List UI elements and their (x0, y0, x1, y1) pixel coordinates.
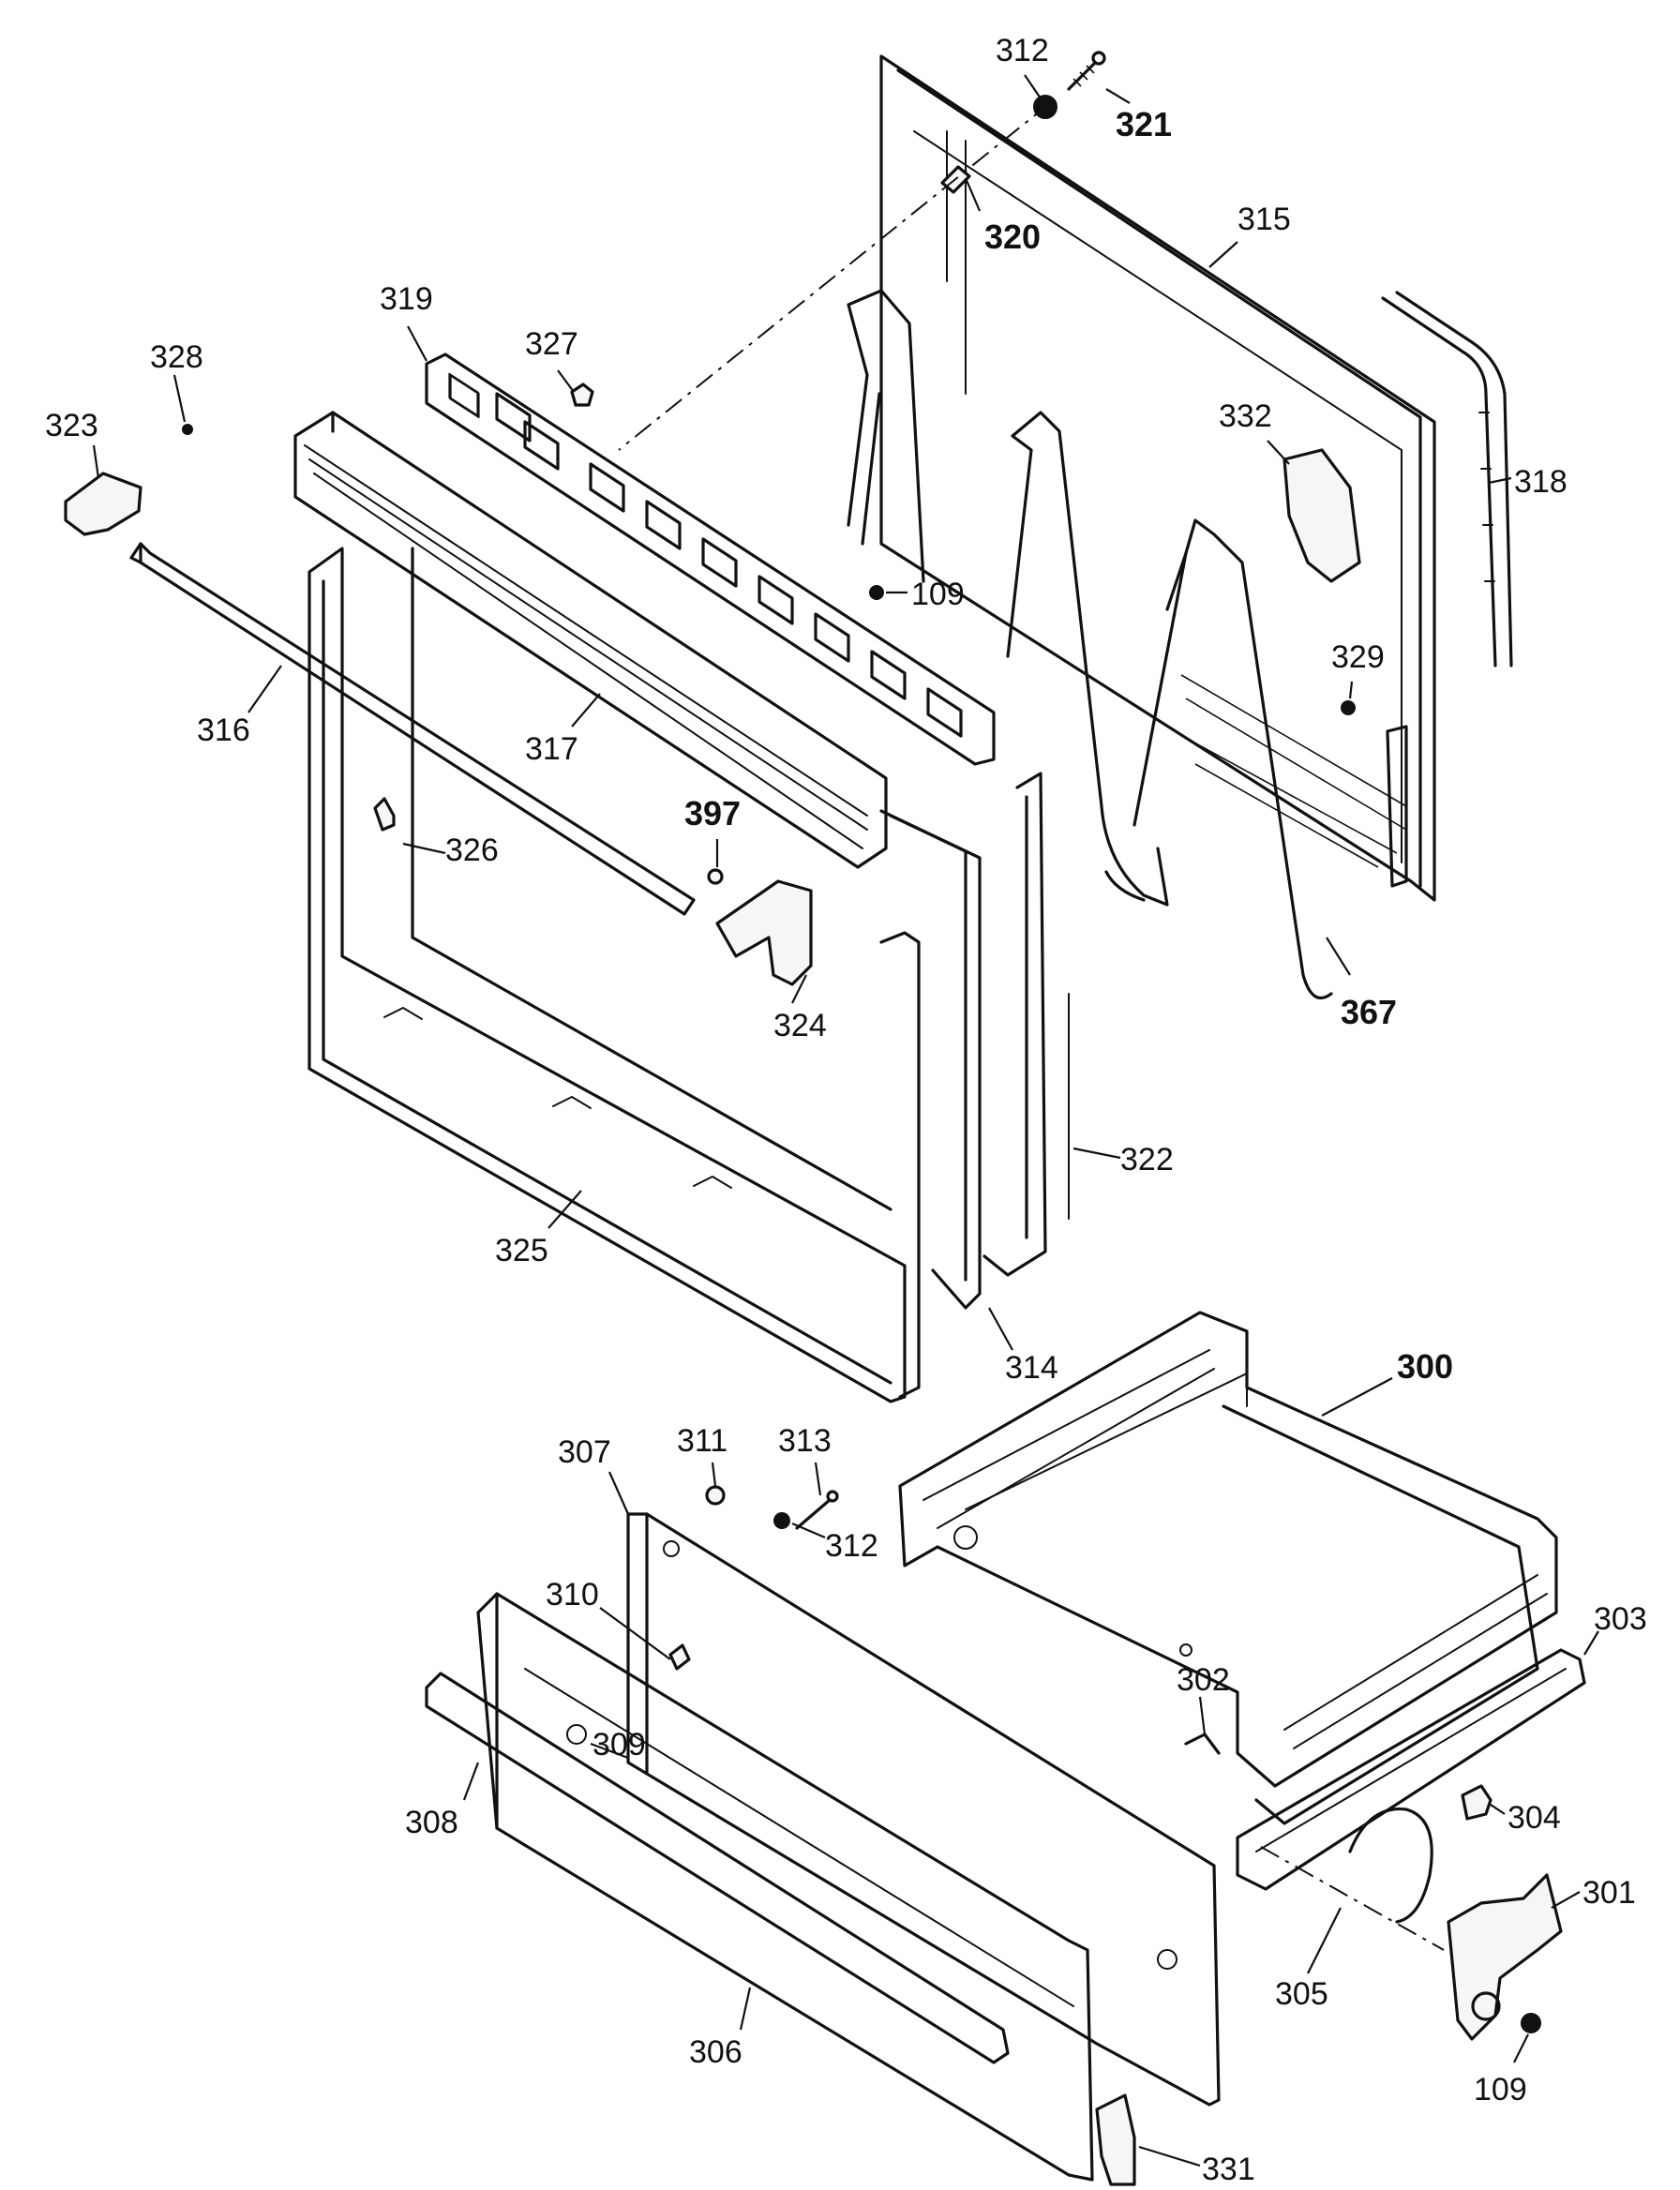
door-frame-325 (308, 547, 921, 1403)
callout-301: 301 (1582, 1875, 1636, 1911)
callout-324: 324 (773, 1008, 827, 1043)
callout-314: 314 (1005, 1350, 1058, 1386)
washer-312-lower (773, 1512, 790, 1529)
vent-panel-319 (425, 352, 996, 766)
nut-109-lower (1521, 2013, 1541, 2033)
clip-327 (570, 382, 594, 407)
callout-327: 327 (525, 326, 578, 362)
callout-325: 325 (495, 1233, 548, 1268)
nut-109-upper (869, 585, 884, 600)
callout-397: 397 (684, 794, 741, 832)
bolt-313 (795, 1490, 839, 1530)
nut-311 (705, 1485, 726, 1506)
gasket-318 (1381, 291, 1513, 668)
callout-308: 308 (405, 1805, 458, 1840)
spring-305 (1348, 1807, 1433, 1924)
callout-306: 306 (689, 2034, 742, 2070)
callout-309: 309 (592, 1727, 646, 1762)
callout-322: 322 (1120, 1142, 1174, 1178)
callout-313: 313 (778, 1423, 832, 1459)
handle-308 (425, 1672, 1010, 2064)
callout-305: 305 (1275, 1976, 1328, 2012)
clip-310 (668, 1643, 691, 1671)
callout-302: 302 (1177, 1662, 1230, 1698)
callout-320: 320 (984, 218, 1041, 256)
callout-323: 323 (45, 408, 98, 443)
callout-329: 329 (1331, 639, 1385, 675)
callout-312-top: 312 (996, 33, 1049, 68)
hinge-301 (1447, 1873, 1563, 2041)
glass-panel-314 (879, 809, 982, 1310)
hinge-bracket-323 (64, 472, 142, 536)
callout-315: 315 (1238, 202, 1291, 237)
callout-310: 310 (546, 1577, 599, 1612)
bracket-331 (1095, 2093, 1136, 2186)
callout-321: 321 (1116, 105, 1172, 143)
callout-300: 300 (1397, 1347, 1453, 1386)
callout-328: 328 (150, 339, 203, 375)
slide-rail-303 (1236, 1648, 1586, 1891)
drawer-body-300 (898, 1311, 1558, 1825)
callout-319: 319 (380, 281, 433, 317)
handle-trim-317 (293, 411, 888, 869)
callout-326: 326 (445, 832, 499, 868)
leader-lines (92, 74, 1599, 2168)
callout-307: 307 (558, 1434, 611, 1470)
callout-311: 311 (677, 1423, 728, 1459)
callout-312-lower: 312 (825, 1528, 878, 1564)
bolt-302 (1184, 1732, 1221, 1755)
screw-329 (1341, 700, 1356, 715)
insulation-332 (1282, 448, 1361, 583)
door-inner-panel-315 (879, 54, 1436, 902)
side-rail-322 (982, 772, 1070, 1277)
bracket-324 (715, 879, 813, 986)
callout-316: 316 (197, 712, 250, 748)
rack-wire-middle (1006, 411, 1169, 907)
callout-109-lower: 109 (1474, 2072, 1527, 2108)
screw-328 (182, 424, 193, 435)
screw-397 (707, 868, 724, 885)
glide-304 (1461, 1784, 1492, 1821)
drawer-front-306 (476, 1592, 1094, 2182)
callout-331: 331 (1202, 2152, 1255, 2187)
rack-wire-left (847, 289, 925, 583)
callout-367: 367 (1341, 993, 1397, 1031)
callout-332: 332 (1219, 398, 1272, 434)
bolt-321 (1067, 51, 1106, 91)
callout-labels: 321 312 320 315 318 319 327 328 323 332 … (45, 33, 1647, 2187)
callout-304: 304 (1508, 1800, 1561, 1836)
rod-316 (129, 542, 696, 916)
callout-317: 317 (525, 731, 578, 767)
callout-109-upper: 109 (911, 577, 965, 612)
drawer-inner-panel-307 (626, 1512, 1221, 2107)
callout-318: 318 (1514, 464, 1568, 500)
callout-303: 303 (1594, 1601, 1647, 1637)
clip-326 (373, 797, 396, 832)
rack-wire-367 (1132, 518, 1333, 999)
